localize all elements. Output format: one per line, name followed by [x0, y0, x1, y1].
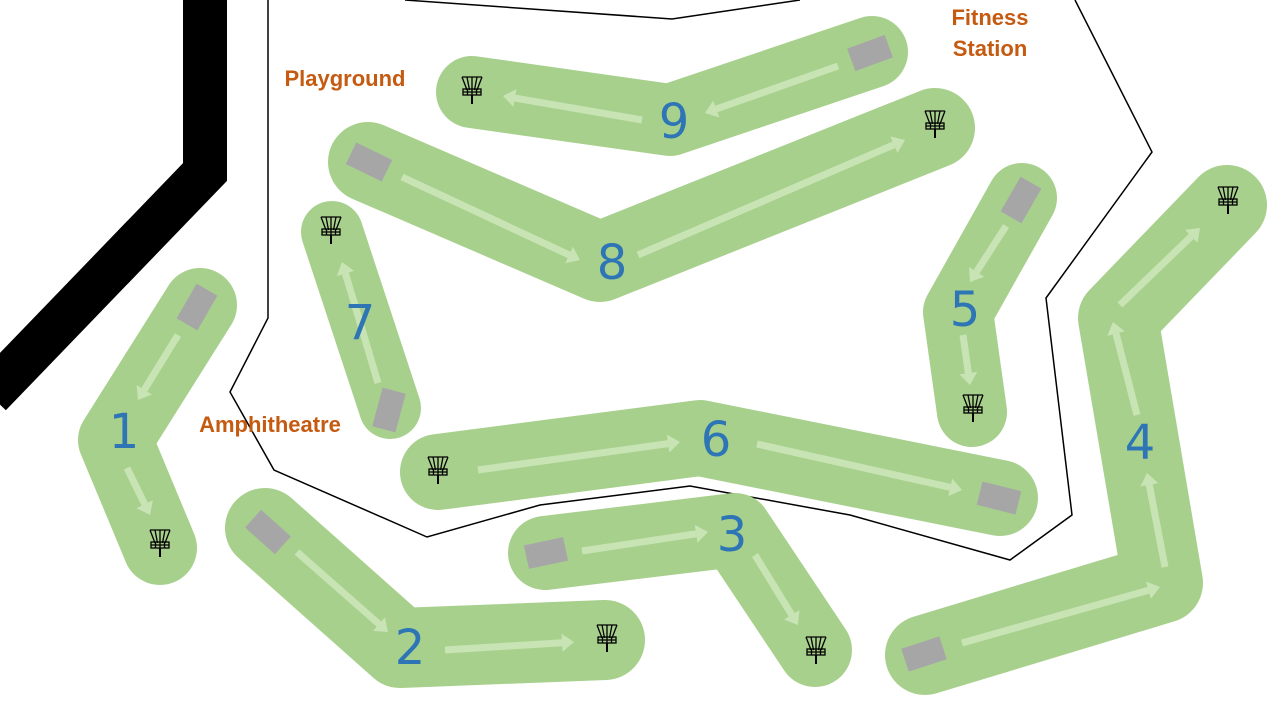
flight-arrow — [961, 581, 1160, 647]
hole-number-4: 4 — [1125, 415, 1156, 471]
disc-golf-basket-icon — [596, 624, 618, 652]
road-line — [0, 0, 227, 411]
landmark-label-line: Playground — [284, 66, 405, 91]
flight-arrow — [705, 62, 840, 118]
park-boundary — [229, 0, 1153, 561]
disc-golf-basket-icon — [461, 76, 483, 104]
landmark-label-line: Fitness — [951, 5, 1028, 30]
tee-pad-icon — [976, 481, 1022, 515]
disc-golf-basket-icon — [962, 394, 984, 422]
landmark-playground: Playground — [284, 66, 405, 91]
flight-arrows — [123, 62, 1200, 654]
flight-arrow — [1117, 228, 1200, 308]
tee-pad-icon — [1000, 176, 1042, 224]
tee-pad-icon — [176, 283, 218, 331]
hole-number-7: 7 — [345, 295, 376, 351]
flight-arrow — [503, 89, 643, 124]
flight-arrow — [477, 434, 680, 474]
flight-arrow — [752, 553, 800, 625]
flight-arrow — [294, 549, 388, 632]
landmark-amphitheatre: Amphitheatre — [199, 412, 341, 437]
disc-golf-basket-icon — [149, 529, 171, 557]
tee-pad-icon — [245, 509, 291, 555]
flight-arrow — [444, 633, 574, 654]
flight-arrow — [1140, 473, 1169, 568]
tee-pad-icon — [847, 34, 893, 72]
disc-golf-basket-icon — [924, 110, 946, 138]
flight-arrow — [136, 333, 181, 400]
flight-arrow — [968, 224, 1009, 282]
hole-number-9: 9 — [659, 94, 690, 150]
flight-arrow — [581, 524, 708, 555]
tee-pad-icon — [523, 537, 569, 569]
hole-number-3: 3 — [717, 507, 748, 563]
tee-pads — [176, 34, 1042, 672]
road — [0, 0, 227, 411]
hole-number-6: 6 — [701, 412, 732, 468]
flight-arrow — [756, 440, 962, 497]
hole-number-5: 5 — [950, 282, 981, 338]
hole-number-1: 1 — [109, 404, 140, 460]
hole-number-8: 8 — [597, 235, 628, 291]
boundary-line — [229, 0, 1153, 561]
flight-arrow — [400, 173, 580, 264]
flight-arrow — [636, 136, 905, 259]
hole-numbers: 1 2 3 4 5 6 7 8 9 — [109, 94, 1156, 676]
baskets — [149, 76, 1239, 664]
tee-pad-icon — [345, 142, 393, 182]
flight-arrow — [959, 334, 978, 385]
disc-golf-basket-icon — [805, 636, 827, 664]
boundary-line — [404, 0, 801, 20]
flight-arrow — [1107, 322, 1141, 416]
tee-pad-icon — [372, 387, 406, 433]
tee-pad-icon — [901, 636, 947, 672]
disc-golf-basket-icon — [1217, 186, 1239, 214]
disc-golf-basket-icon — [427, 456, 449, 484]
flight-arrow — [123, 466, 153, 515]
disc-golf-basket-icon — [320, 216, 342, 244]
hole-number-2: 2 — [395, 620, 426, 676]
landmark-label-line: Amphitheatre — [199, 412, 341, 437]
flight-arrow — [336, 262, 382, 384]
landmark-label-line: Station — [953, 36, 1028, 61]
